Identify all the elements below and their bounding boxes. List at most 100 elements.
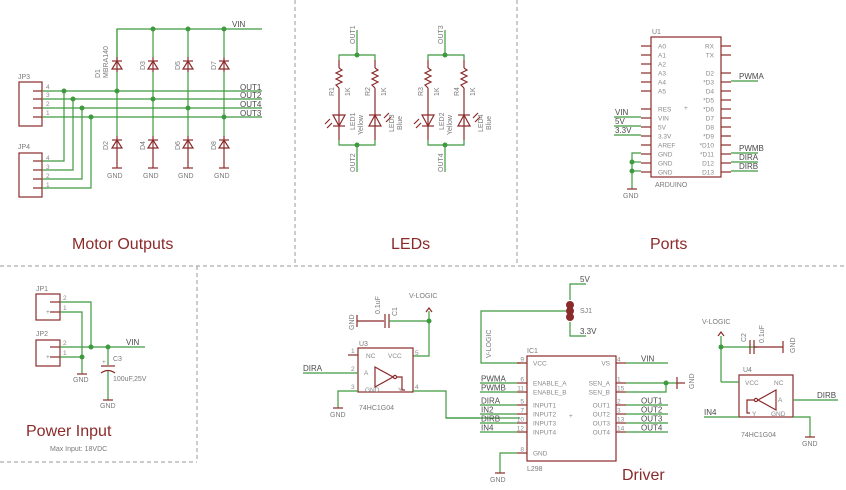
svg-text:GND: GND xyxy=(143,173,159,180)
net-label: OUT4 xyxy=(641,424,663,433)
svg-text:OUT3: OUT3 xyxy=(240,109,262,118)
pin-number: 3 xyxy=(617,408,621,415)
jp1-connector[interactable] xyxy=(35,293,61,321)
svg-text:D1: D1 xyxy=(95,69,102,78)
svg-text:SJ1: SJ1 xyxy=(580,308,592,315)
svg-text:U3: U3 xyxy=(359,341,368,348)
led-icon xyxy=(456,113,472,127)
origin-mark: + xyxy=(684,105,688,112)
jp2-connector[interactable] xyxy=(35,339,61,367)
svg-text:Yellow: Yellow xyxy=(358,114,365,135)
arduino-u1[interactable] xyxy=(650,36,722,178)
pin-label: D7 xyxy=(706,116,715,123)
pin-number: 4 xyxy=(617,357,621,364)
motor-outputs-section: JP3 4 3 2 1 JP4 4 3 2 1 VIN OUT1 OUT2 OU xyxy=(18,20,262,253)
pin-label: INPUT1 xyxy=(533,403,557,410)
svg-text:OUT3: OUT3 xyxy=(438,25,445,44)
pin-label: VCC xyxy=(533,361,547,368)
svg-text:V-LOGIC: V-LOGIC xyxy=(486,330,493,358)
svg-text:VCC: VCC xyxy=(388,353,402,360)
pin-label: *D10 xyxy=(700,143,715,150)
svg-text:GND: GND xyxy=(107,173,123,180)
svg-text:2: 2 xyxy=(63,295,67,302)
svg-text:D7: D7 xyxy=(211,61,218,70)
svg-text:D4: D4 xyxy=(140,141,147,150)
svg-text:PWMA: PWMA xyxy=(739,72,765,81)
svg-text:NC: NC xyxy=(774,380,784,387)
svg-text:1: 1 xyxy=(63,305,67,312)
svg-text:2: 2 xyxy=(46,101,50,108)
pin-label: ENABLE_A xyxy=(533,381,567,388)
led-icon xyxy=(420,114,436,128)
net-label: IN2 xyxy=(481,406,494,415)
net-label: VIN xyxy=(641,355,655,364)
inverter-u4: V-LOGIC C2 0.1uF GND U4 74HC1G04 VCC NC … xyxy=(702,319,838,448)
svg-text:GND: GND xyxy=(802,441,818,448)
pin-label: D4 xyxy=(706,89,715,96)
svg-text:1K: 1K xyxy=(470,87,477,96)
svg-text:OUT2: OUT2 xyxy=(350,153,357,172)
pin-label: RX xyxy=(705,44,715,51)
svg-text:VIN: VIN xyxy=(126,338,140,347)
pin-label: VIN xyxy=(658,116,669,123)
pin-label: D12 xyxy=(702,161,714,168)
svg-text:LED2: LED2 xyxy=(439,112,446,130)
inverter-u3: GND 0.1uF C1 V-LOGIC U3 74HC1G04 NC VCC … xyxy=(303,293,520,419)
section-title-driver: Driver xyxy=(622,467,665,484)
svg-text:4: 4 xyxy=(415,384,419,391)
pin-label: OUT4 xyxy=(593,430,611,437)
svg-text:2: 2 xyxy=(63,340,67,347)
pin-label: INPUT4 xyxy=(533,430,557,437)
svg-text:V-LOGIC: V-LOGIC xyxy=(409,293,437,300)
section-title-power-input: Power Input xyxy=(26,423,112,440)
pin-number: 6 xyxy=(520,377,524,384)
pin-label: OUT2 xyxy=(593,412,611,419)
jp3-connector[interactable] xyxy=(18,81,43,127)
power-input-section: JP1 + 2 1 JP2 + 2 1 GND VIN + C3 100uF,2… xyxy=(26,286,147,453)
net-label: IN4 xyxy=(481,424,494,433)
svg-text:Y: Y xyxy=(398,387,403,394)
svg-text:IN4: IN4 xyxy=(704,408,717,417)
svg-text:JP2: JP2 xyxy=(36,331,48,338)
pin-label: GND xyxy=(658,152,673,159)
section-title-ports: Ports xyxy=(650,236,687,253)
pin-label: A3 xyxy=(658,71,666,78)
section-title-leds: LEDs xyxy=(391,236,430,253)
pin-label: SEN_A xyxy=(589,381,611,388)
light-arrow-icon xyxy=(474,116,481,123)
u3-74hc1g04[interactable] xyxy=(357,347,414,393)
svg-text:C3: C3 xyxy=(113,356,122,363)
svg-text:Yellow: Yellow xyxy=(447,114,454,135)
svg-text:GND: GND xyxy=(490,477,506,484)
svg-text:+: + xyxy=(46,354,50,361)
svg-text:GND: GND xyxy=(623,193,639,200)
net-label: PWMB xyxy=(481,384,506,393)
svg-text:2: 2 xyxy=(46,173,50,180)
svg-text:DIRB: DIRB xyxy=(739,162,758,171)
svg-text:D5: D5 xyxy=(175,61,182,70)
pin-label: SEN_B xyxy=(589,390,610,397)
svg-text:1: 1 xyxy=(351,348,355,355)
svg-text:+: + xyxy=(46,309,50,316)
resistor-icon xyxy=(459,67,469,89)
pin-label: *D6 xyxy=(703,107,714,114)
svg-text:Blue: Blue xyxy=(486,116,493,130)
section-title-motor-outputs: Motor Outputs xyxy=(72,236,173,253)
jp4-connector[interactable] xyxy=(18,152,43,198)
ic1-l298[interactable] xyxy=(526,355,617,462)
pin-label: INPUT3 xyxy=(533,421,557,428)
led-icon xyxy=(367,113,383,127)
svg-text:DIRA: DIRA xyxy=(303,364,323,373)
svg-text:0.1uF: 0.1uF xyxy=(375,296,382,314)
svg-text:GND: GND xyxy=(771,411,786,418)
svg-text:1K: 1K xyxy=(434,87,441,96)
svg-text:DIRB: DIRB xyxy=(817,391,836,400)
u4-74hc1g04[interactable] xyxy=(738,374,794,418)
svg-text:1K: 1K xyxy=(381,87,388,96)
pin-label: 5V xyxy=(658,125,667,132)
net-label: OUT3 xyxy=(641,415,663,424)
ports-section: U1 ARDUINO A0A1A2A3A4A5RESVIN5V3.3VAREFG… xyxy=(614,29,765,253)
pin-label: A1 xyxy=(658,53,666,60)
pin-label: GND xyxy=(658,161,673,168)
pin-label: 3.3V xyxy=(658,134,672,141)
